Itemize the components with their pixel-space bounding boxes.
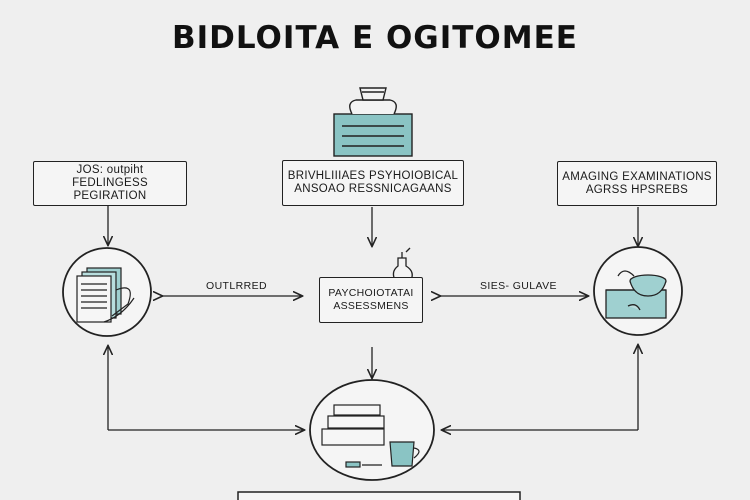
document-stack-node xyxy=(62,247,152,337)
box-right: AMAGING EXAMINATIONS AGRSS HPSREBS xyxy=(557,161,717,206)
document-stack-icon xyxy=(76,267,135,323)
box-center-line2: ANSOAO RESSNICAGAANS xyxy=(294,183,452,195)
bottom-box xyxy=(237,491,521,500)
scanner-icon xyxy=(333,87,413,157)
monitor-icon xyxy=(605,270,667,319)
monitor-node xyxy=(593,246,683,336)
box-right-line2: AGRSS HPSREBS xyxy=(585,183,689,196)
box-left: JOS: outpiht FEDLINGESS PEGIRATION xyxy=(33,161,187,206)
edge-label-right: SIES- GULAVE xyxy=(480,280,557,292)
box-left-line1: JOS: outpiht xyxy=(76,164,144,176)
computer-node xyxy=(309,379,435,481)
diagram-title: BIDLOITA E OGITOMEE xyxy=(172,20,578,56)
box-center: BRIVHLIIIAES PSYHOIOBICAL ANSOAO RESSNIC… xyxy=(282,160,464,206)
computer-icon xyxy=(321,404,420,468)
box-left-line2: FEDLINGESS PEGIRATION xyxy=(72,177,148,202)
box-middle: PAYCHOIOTATAI ASSESSMENS xyxy=(319,277,423,323)
box-middle-line1: PAYCHOIOTATAI xyxy=(328,287,414,299)
box-right-line1: AMAGING EXAMINATIONS xyxy=(562,170,712,183)
box-center-line1: BRIVHLIIIAES PSYHOIOBICAL xyxy=(287,170,459,182)
edge-label-left: OUTLRRED xyxy=(206,280,267,292)
box-middle-line2: ASSESSMENS xyxy=(333,300,409,312)
